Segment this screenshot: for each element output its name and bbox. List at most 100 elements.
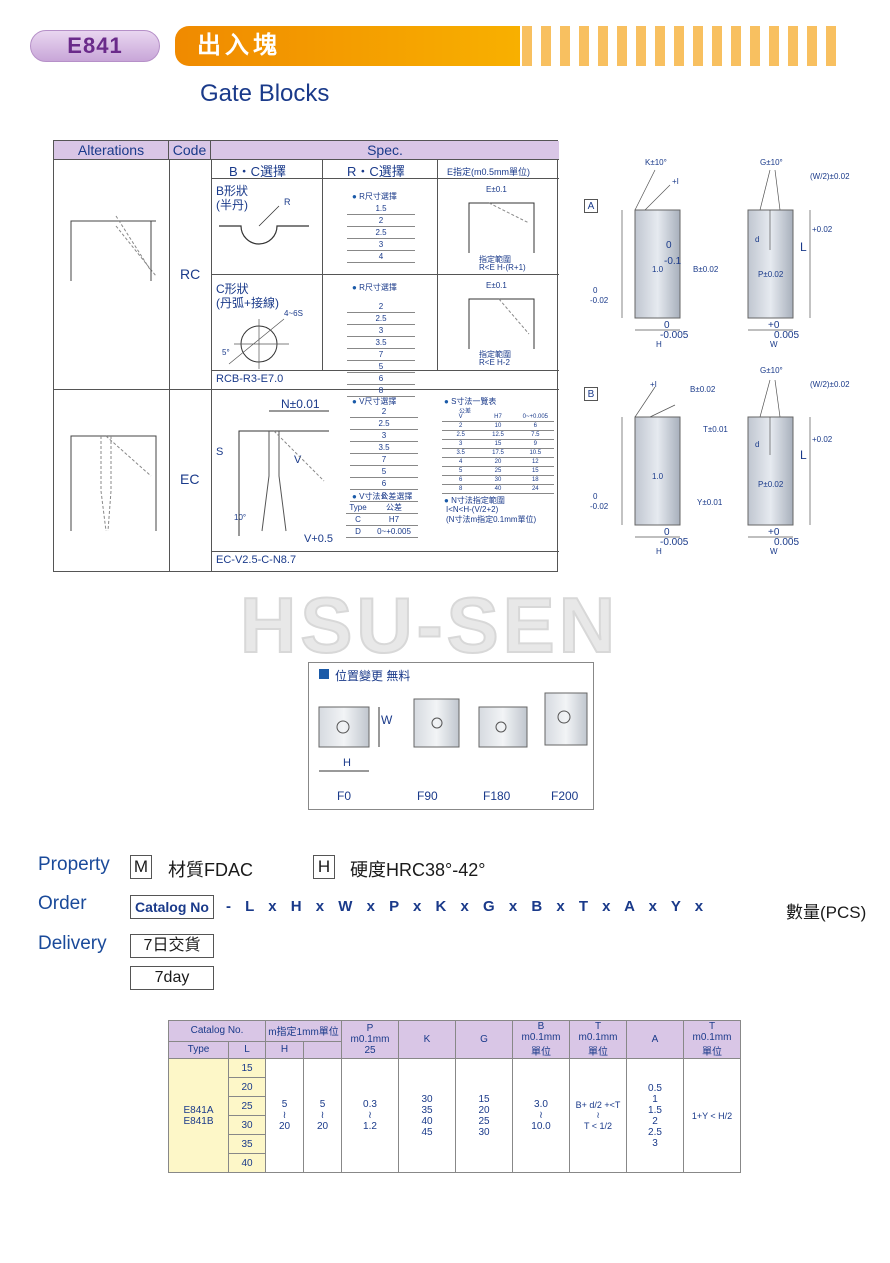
b-shape-sketch <box>219 205 309 245</box>
h-label-a: H <box>656 340 662 349</box>
rc-alteration-sketch <box>70 215 157 281</box>
one-zero-label: 1.0 <box>652 265 664 274</box>
ec-s-label: S <box>216 446 224 458</box>
minus0005-b: -0.005 <box>660 537 689 548</box>
spec-table: Alterations Code Spec. B・C選擇 R・C選擇 E指定(m… <box>53 140 559 572</box>
th-h: H <box>265 1040 304 1060</box>
subheader-bc: B・C選擇 <box>229 164 287 179</box>
header-spec: Spec. <box>211 141 559 160</box>
n-line2: (N寸法m指定0.1mm單位) <box>446 515 537 524</box>
c-five: 5° <box>222 348 230 357</box>
td-types: E841A E841B <box>168 1058 229 1173</box>
td-l: 25 <box>228 1096 266 1116</box>
diagram-a-label: A <box>584 199 598 213</box>
k10-label: K±10° <box>645 158 667 167</box>
delivery-label: Delivery <box>38 933 107 954</box>
material-text: 材質FDAC <box>168 860 253 880</box>
order-qty: 數量(PCS) <box>786 903 867 922</box>
c-angle: 4~6S <box>284 309 303 318</box>
h-label-b: H <box>656 547 662 556</box>
t001-label: T±0.01 <box>703 425 728 434</box>
b002-label: B±0.02 <box>693 265 719 274</box>
td-l: 20 <box>228 1077 266 1097</box>
header-code: Code <box>169 141 211 160</box>
n-line1: I<N<H-(V/2+2) <box>446 505 499 514</box>
minus01-label: -0.1 <box>664 256 682 267</box>
td-t2: 1+Y < H/2 <box>683 1058 741 1173</box>
r-title-c: R尺寸選擇 <box>352 282 397 293</box>
v-title: V尺寸選擇 <box>352 396 396 407</box>
y001-label: Y±0.01 <box>697 498 723 507</box>
th-k: K <box>398 1020 456 1059</box>
s-sub: 公差 <box>459 409 472 415</box>
td-l: 15 <box>228 1058 266 1078</box>
th-a: A <box>626 1020 684 1059</box>
order-sequence: - L x H x W x P x K x G x B x T x A x Y … <box>226 898 709 915</box>
td-l: 30 <box>228 1115 266 1135</box>
p002-label: P±0.02 <box>758 270 784 279</box>
minus002-a-left: -0.02 <box>590 296 609 305</box>
p002-label-b: P±0.02 <box>758 480 784 489</box>
e-sketch-c <box>468 298 535 349</box>
d-label-a: d <box>755 235 760 244</box>
e-sketch-b <box>468 202 535 253</box>
position-blocks <box>318 692 588 772</box>
b-r-label: R <box>284 197 291 207</box>
g10-label: G±10° <box>760 158 783 167</box>
m-code-box: M <box>130 855 152 879</box>
page-subtitle: Gate Blocks <box>200 80 330 107</box>
order-label: Order <box>38 893 87 914</box>
e-label-c: E±0.1 <box>486 281 507 290</box>
plus002-label-a: +0.02 <box>812 225 833 234</box>
ec-v-label: V <box>294 454 302 466</box>
b002-label-b: B±0.02 <box>690 385 716 394</box>
c-shape-sub: (丹弧+接線) <box>216 296 280 310</box>
position-f90: F90 <box>417 789 438 803</box>
d-label-b: d <box>755 440 760 449</box>
diagram-b <box>621 379 811 538</box>
position-h-label: H <box>343 757 351 769</box>
diagram-b-label: B <box>584 387 598 401</box>
e-range-c2: R<E H-2 <box>479 358 510 367</box>
s-title: S寸法一覽表 <box>444 396 496 407</box>
tol-title: V寸法公差選擇 <box>352 491 412 502</box>
w2-label-b: (W/2)±0.02 <box>810 380 850 389</box>
n-title: N寸法指定範圍 <box>444 495 505 506</box>
e-range-b2: R<E H-(R+1) <box>479 263 526 272</box>
th-g: G <box>455 1020 513 1059</box>
th-m: m指定1mm單位 <box>265 1020 342 1042</box>
e-range-c: 指定範圍 <box>479 350 511 359</box>
minus0005-a: -0.005 <box>660 330 689 341</box>
header-alterations: Alterations <box>54 141 169 160</box>
e-range-b: 指定範圍 <box>479 255 511 264</box>
td-g: 15 20 25 30 <box>455 1058 513 1173</box>
r-title-b: R尺寸選擇 <box>352 191 397 202</box>
plus0-b: +0 <box>768 527 780 538</box>
b-shape-sub: (半丹) <box>216 198 248 212</box>
position-f200: F200 <box>551 789 579 803</box>
plus002-label-b: +0.02 <box>812 435 833 444</box>
l-label-a: L <box>800 240 807 254</box>
c-shape-sketch <box>228 318 289 369</box>
h-code-box: H <box>313 855 335 879</box>
w-label-b: W <box>770 547 778 556</box>
td-p: 0.3 ≀ 1.2 <box>341 1058 399 1173</box>
code-ec: EC <box>180 471 200 487</box>
zero-a-h: 0 <box>664 320 670 331</box>
zero-top-label: 0 <box>666 240 672 251</box>
td-t: B+ d/2 +<T ≀ T < 1/2 <box>569 1058 627 1173</box>
ec-alteration-sketch <box>70 435 157 532</box>
ec-example: EC-V2.5-C-N8.7 <box>216 554 297 566</box>
catalog-code-badge: E841 <box>30 30 160 62</box>
zero-a-left: 0 <box>593 286 598 295</box>
delivery-zh-box: 7日交貨 <box>130 934 214 958</box>
position-f180: F180 <box>483 789 511 803</box>
plus-i-label: +I <box>672 177 679 186</box>
title-bar: 出入塊 <box>175 26 520 66</box>
